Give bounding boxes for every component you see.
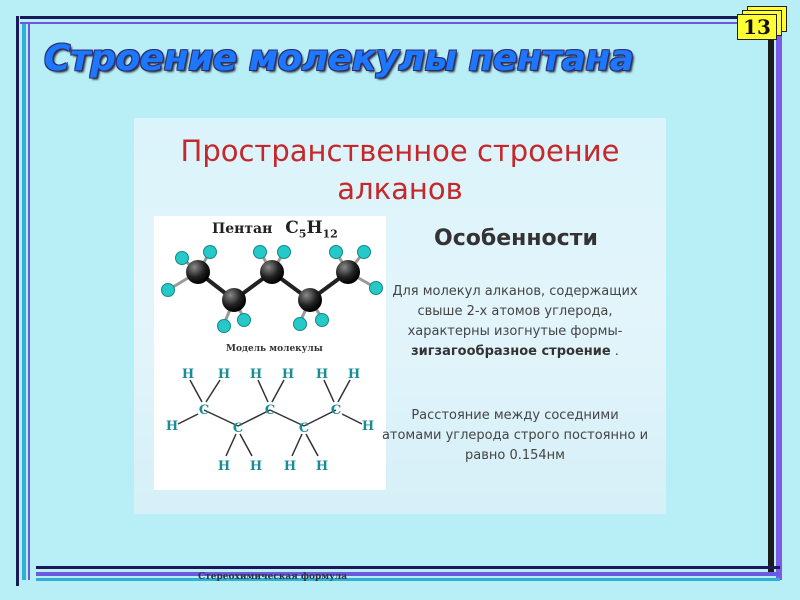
frame-right-line xyxy=(768,24,774,576)
content-panel: Пространственное строение алканов Пентан… xyxy=(134,118,666,582)
atom-c5: C xyxy=(331,403,341,418)
frame-left-line-inner2 xyxy=(28,24,30,580)
frame-bottom-line xyxy=(36,566,780,569)
ball-and-stick-model xyxy=(161,245,383,333)
atom-h: H xyxy=(218,459,230,474)
atom-c4: C xyxy=(299,421,309,436)
stereo-caption: Стереохимическая формула xyxy=(198,572,348,582)
atom-c3: C xyxy=(265,403,275,418)
atom-h: H xyxy=(348,367,360,382)
panel-heading-line2: алканов xyxy=(337,172,463,206)
frame-left-line xyxy=(16,16,19,586)
atom-h: H xyxy=(362,419,374,434)
atom-h: H xyxy=(182,367,194,382)
molecule-formula: C5H12 xyxy=(285,218,338,241)
slide-title: Строение молекулы пентана xyxy=(44,38,634,79)
atom-h: H xyxy=(166,419,178,434)
atom-h: H xyxy=(316,459,328,474)
page-number-badge: 13 xyxy=(737,6,789,40)
atom-c1: C xyxy=(199,403,209,418)
frame-left-line-inner xyxy=(22,24,26,580)
molecule-header: Пентан C5H12 xyxy=(212,218,338,240)
atom-h: H xyxy=(218,367,230,382)
frame-top-line-inner xyxy=(20,22,780,24)
frame-bottom-line-inner xyxy=(36,572,780,576)
atom-h: H xyxy=(250,367,262,382)
atom-h: H xyxy=(284,459,296,474)
distance-description: Расстояние между соседними атомами углер… xyxy=(381,408,649,463)
features-text-pre: Для молекул алканов, содержащих свыше 2-… xyxy=(392,284,638,339)
atom-h: H xyxy=(282,367,294,382)
stereochemical-formula: C C C C C H H H H H H H H H H H H xyxy=(166,367,374,474)
features-title: Особенности xyxy=(434,226,598,251)
atom-h: H xyxy=(250,459,262,474)
molecule-name: Пентан xyxy=(212,221,273,237)
atom-h: H xyxy=(316,367,328,382)
frame-top-line xyxy=(20,16,780,19)
frame-bottom-line-cyan xyxy=(36,578,780,581)
features-description: Для молекул алканов, содержащих свыше 2-… xyxy=(380,282,650,362)
page-number: 13 xyxy=(743,15,771,39)
panel-heading: Пространственное строение алканов xyxy=(134,132,666,208)
features-text-post: . xyxy=(610,344,619,359)
features-text-bold: зигзагообразное строение xyxy=(411,344,611,359)
molecule-illustration: Пентан C5H12 xyxy=(154,216,386,582)
panel-heading-line1: Пространственное строение xyxy=(180,134,620,168)
frame-right-line-inner xyxy=(776,24,782,580)
atom-c2: C xyxy=(233,421,243,436)
model-caption: Модель молекулы xyxy=(226,344,323,354)
page-sheet-front xyxy=(737,14,777,40)
